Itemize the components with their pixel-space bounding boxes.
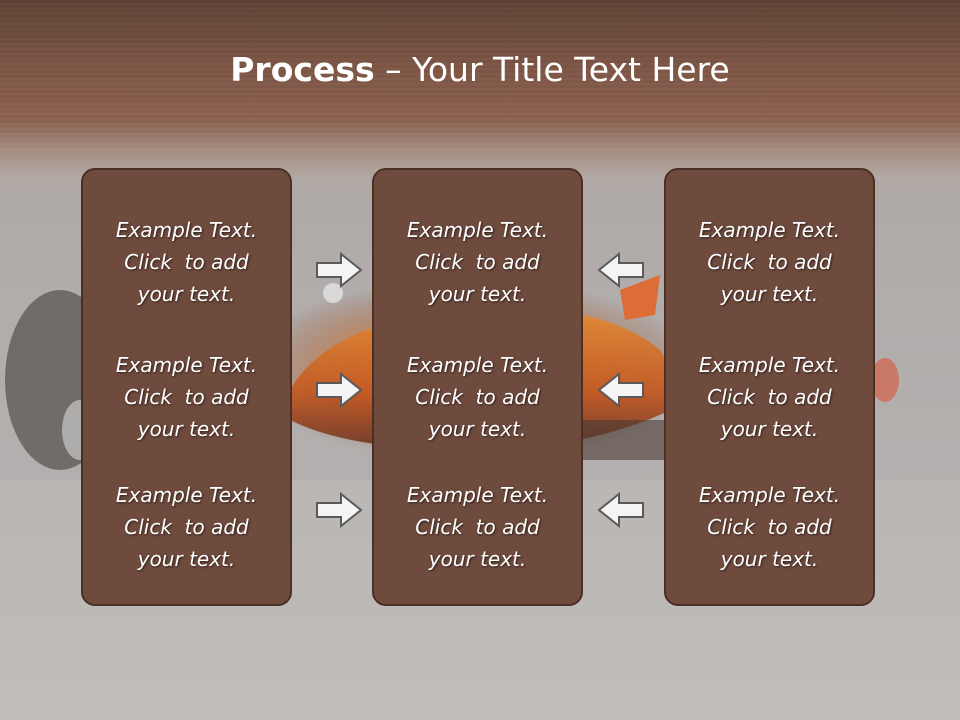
- slide-title[interactable]: Process – Your Title Text Here: [0, 50, 960, 89]
- arrow-right-icon: [316, 492, 363, 528]
- text-line: Click to add: [124, 250, 249, 274]
- text-line: your text.: [720, 547, 819, 571]
- panel-3-text-3[interactable]: Example Text. Click to add your text.: [666, 479, 873, 575]
- text-line: Example Text.: [698, 218, 841, 242]
- arrow-left-icon: [597, 492, 644, 528]
- panel-1-text-3[interactable]: Example Text. Click to add your text.: [83, 479, 290, 575]
- panel-2-text-3[interactable]: Example Text. Click to add your text.: [374, 479, 581, 575]
- arrow-left-icon: [597, 252, 644, 288]
- arrow-left-icon: [597, 372, 644, 408]
- panel-3-text-2[interactable]: Example Text. Click to add your text.: [666, 349, 873, 445]
- arrow-right-icon: [316, 372, 363, 408]
- text-line: your text.: [720, 417, 819, 441]
- text-line: your text.: [137, 282, 236, 306]
- text-line: Example Text.: [406, 218, 549, 242]
- panel-2-text-2[interactable]: Example Text. Click to add your text.: [374, 349, 581, 445]
- text-line: Click to add: [415, 385, 540, 409]
- arrow-right-icon: [316, 252, 363, 288]
- text-line: your text.: [137, 547, 236, 571]
- text-line: your text.: [428, 417, 527, 441]
- text-line: Click to add: [124, 515, 249, 539]
- text-line: your text.: [137, 417, 236, 441]
- process-panel-3[interactable]: Example Text. Click to add your text. Ex…: [664, 168, 875, 606]
- text-line: Click to add: [415, 515, 540, 539]
- text-line: Example Text.: [698, 353, 841, 377]
- panel-1-text-1[interactable]: Example Text. Click to add your text.: [83, 214, 290, 310]
- text-line: Click to add: [707, 515, 832, 539]
- text-line: Example Text.: [115, 218, 258, 242]
- text-line: your text.: [720, 282, 819, 306]
- text-line: Click to add: [707, 250, 832, 274]
- panel-2-text-1[interactable]: Example Text. Click to add your text.: [374, 214, 581, 310]
- text-line: Click to add: [707, 385, 832, 409]
- text-line: your text.: [428, 547, 527, 571]
- text-line: Click to add: [415, 250, 540, 274]
- text-line: Example Text.: [115, 483, 258, 507]
- text-line: your text.: [428, 282, 527, 306]
- title-rest: – Your Title Text Here: [374, 50, 730, 89]
- text-line: Example Text.: [406, 353, 549, 377]
- text-line: Click to add: [124, 385, 249, 409]
- process-panel-2[interactable]: Example Text. Click to add your text. Ex…: [372, 168, 583, 606]
- text-line: Example Text.: [115, 353, 258, 377]
- panel-1-text-2[interactable]: Example Text. Click to add your text.: [83, 349, 290, 445]
- process-panel-1[interactable]: Example Text. Click to add your text. Ex…: [81, 168, 292, 606]
- title-bold: Process: [230, 50, 375, 89]
- text-line: Example Text.: [698, 483, 841, 507]
- panel-3-text-1[interactable]: Example Text. Click to add your text.: [666, 214, 873, 310]
- text-line: Example Text.: [406, 483, 549, 507]
